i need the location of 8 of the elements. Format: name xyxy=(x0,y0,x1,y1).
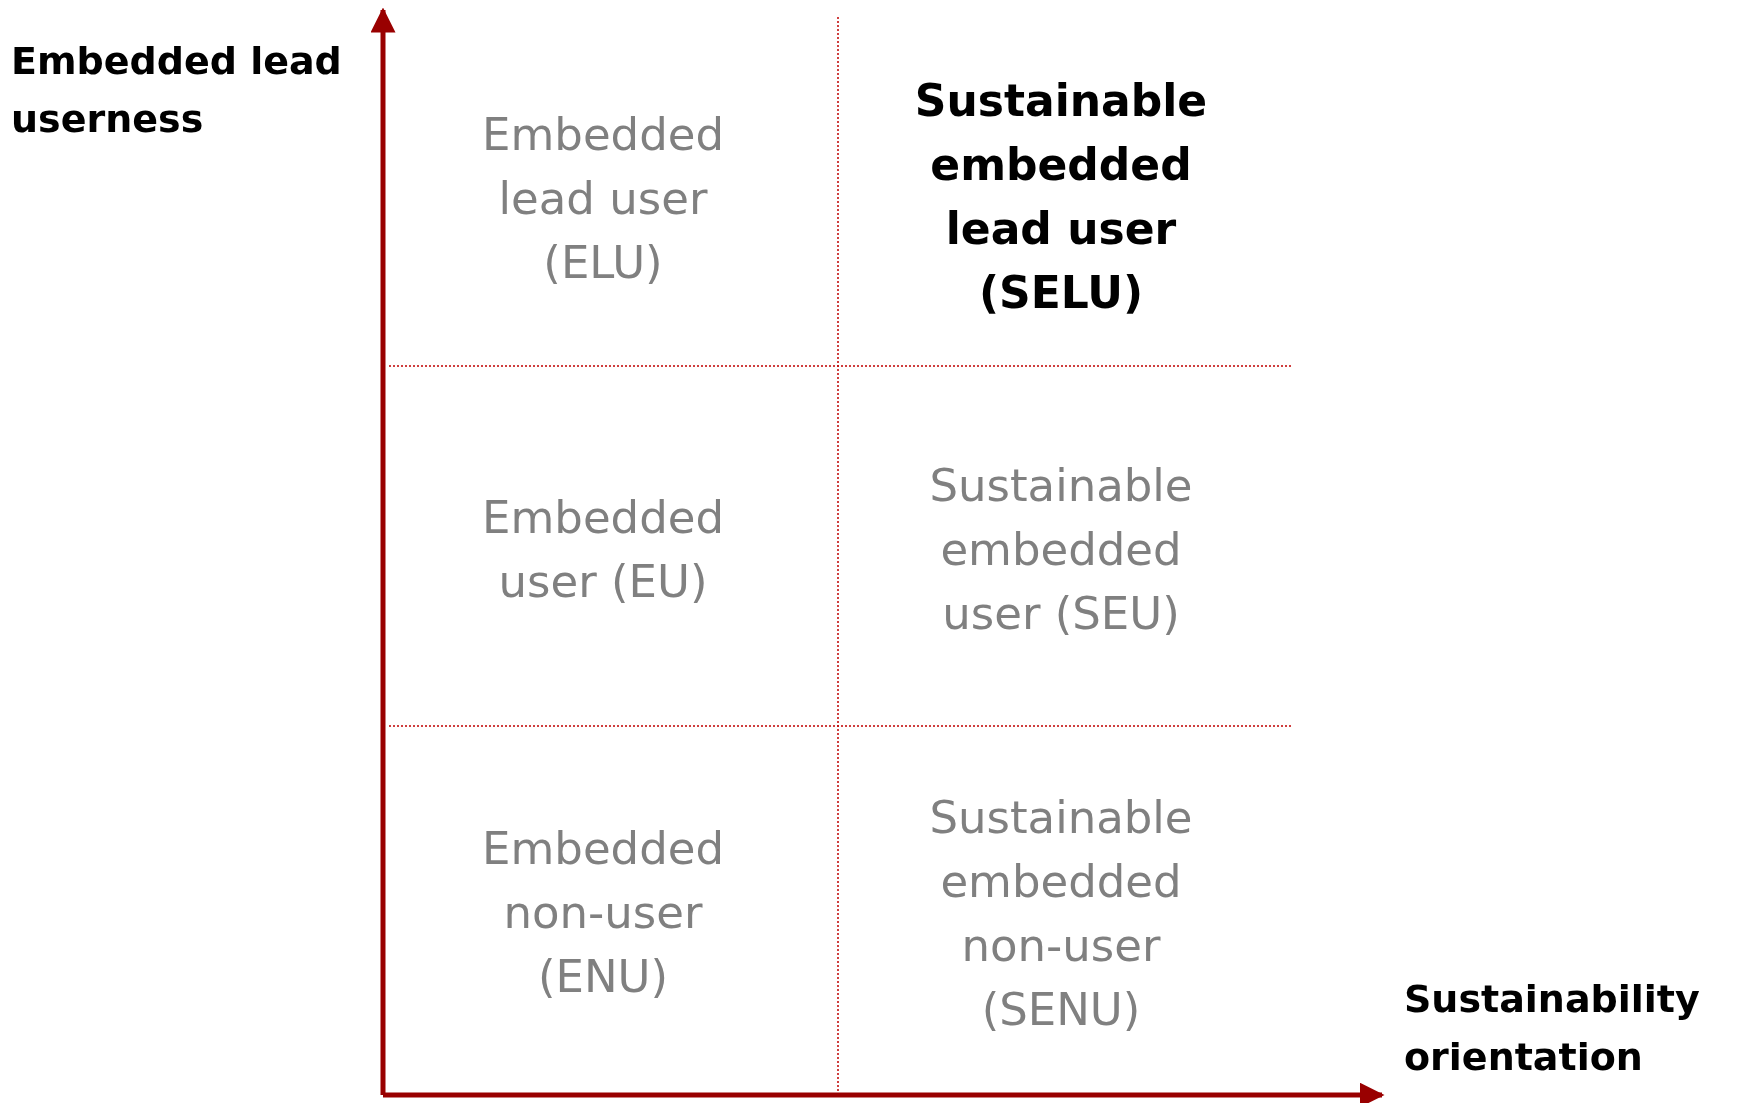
quadrant-label: Embedded user (EU) xyxy=(481,490,725,610)
axis-title: Sustainability orientation xyxy=(1404,976,1701,1081)
quadrant-label: Sustainable embedded user (SEU) xyxy=(928,458,1194,642)
quadrant-label: Embedded lead user (ELU) xyxy=(481,107,725,291)
quadrant-label: Sustainable embedded lead user (SELU) xyxy=(913,74,1209,320)
quadrant-label: Embedded non-user (ENU) xyxy=(481,821,725,1005)
axis-title: Embedded lead userness xyxy=(11,38,343,143)
quadrant-label: Sustainable embedded non-user (SENU) xyxy=(928,790,1194,1038)
